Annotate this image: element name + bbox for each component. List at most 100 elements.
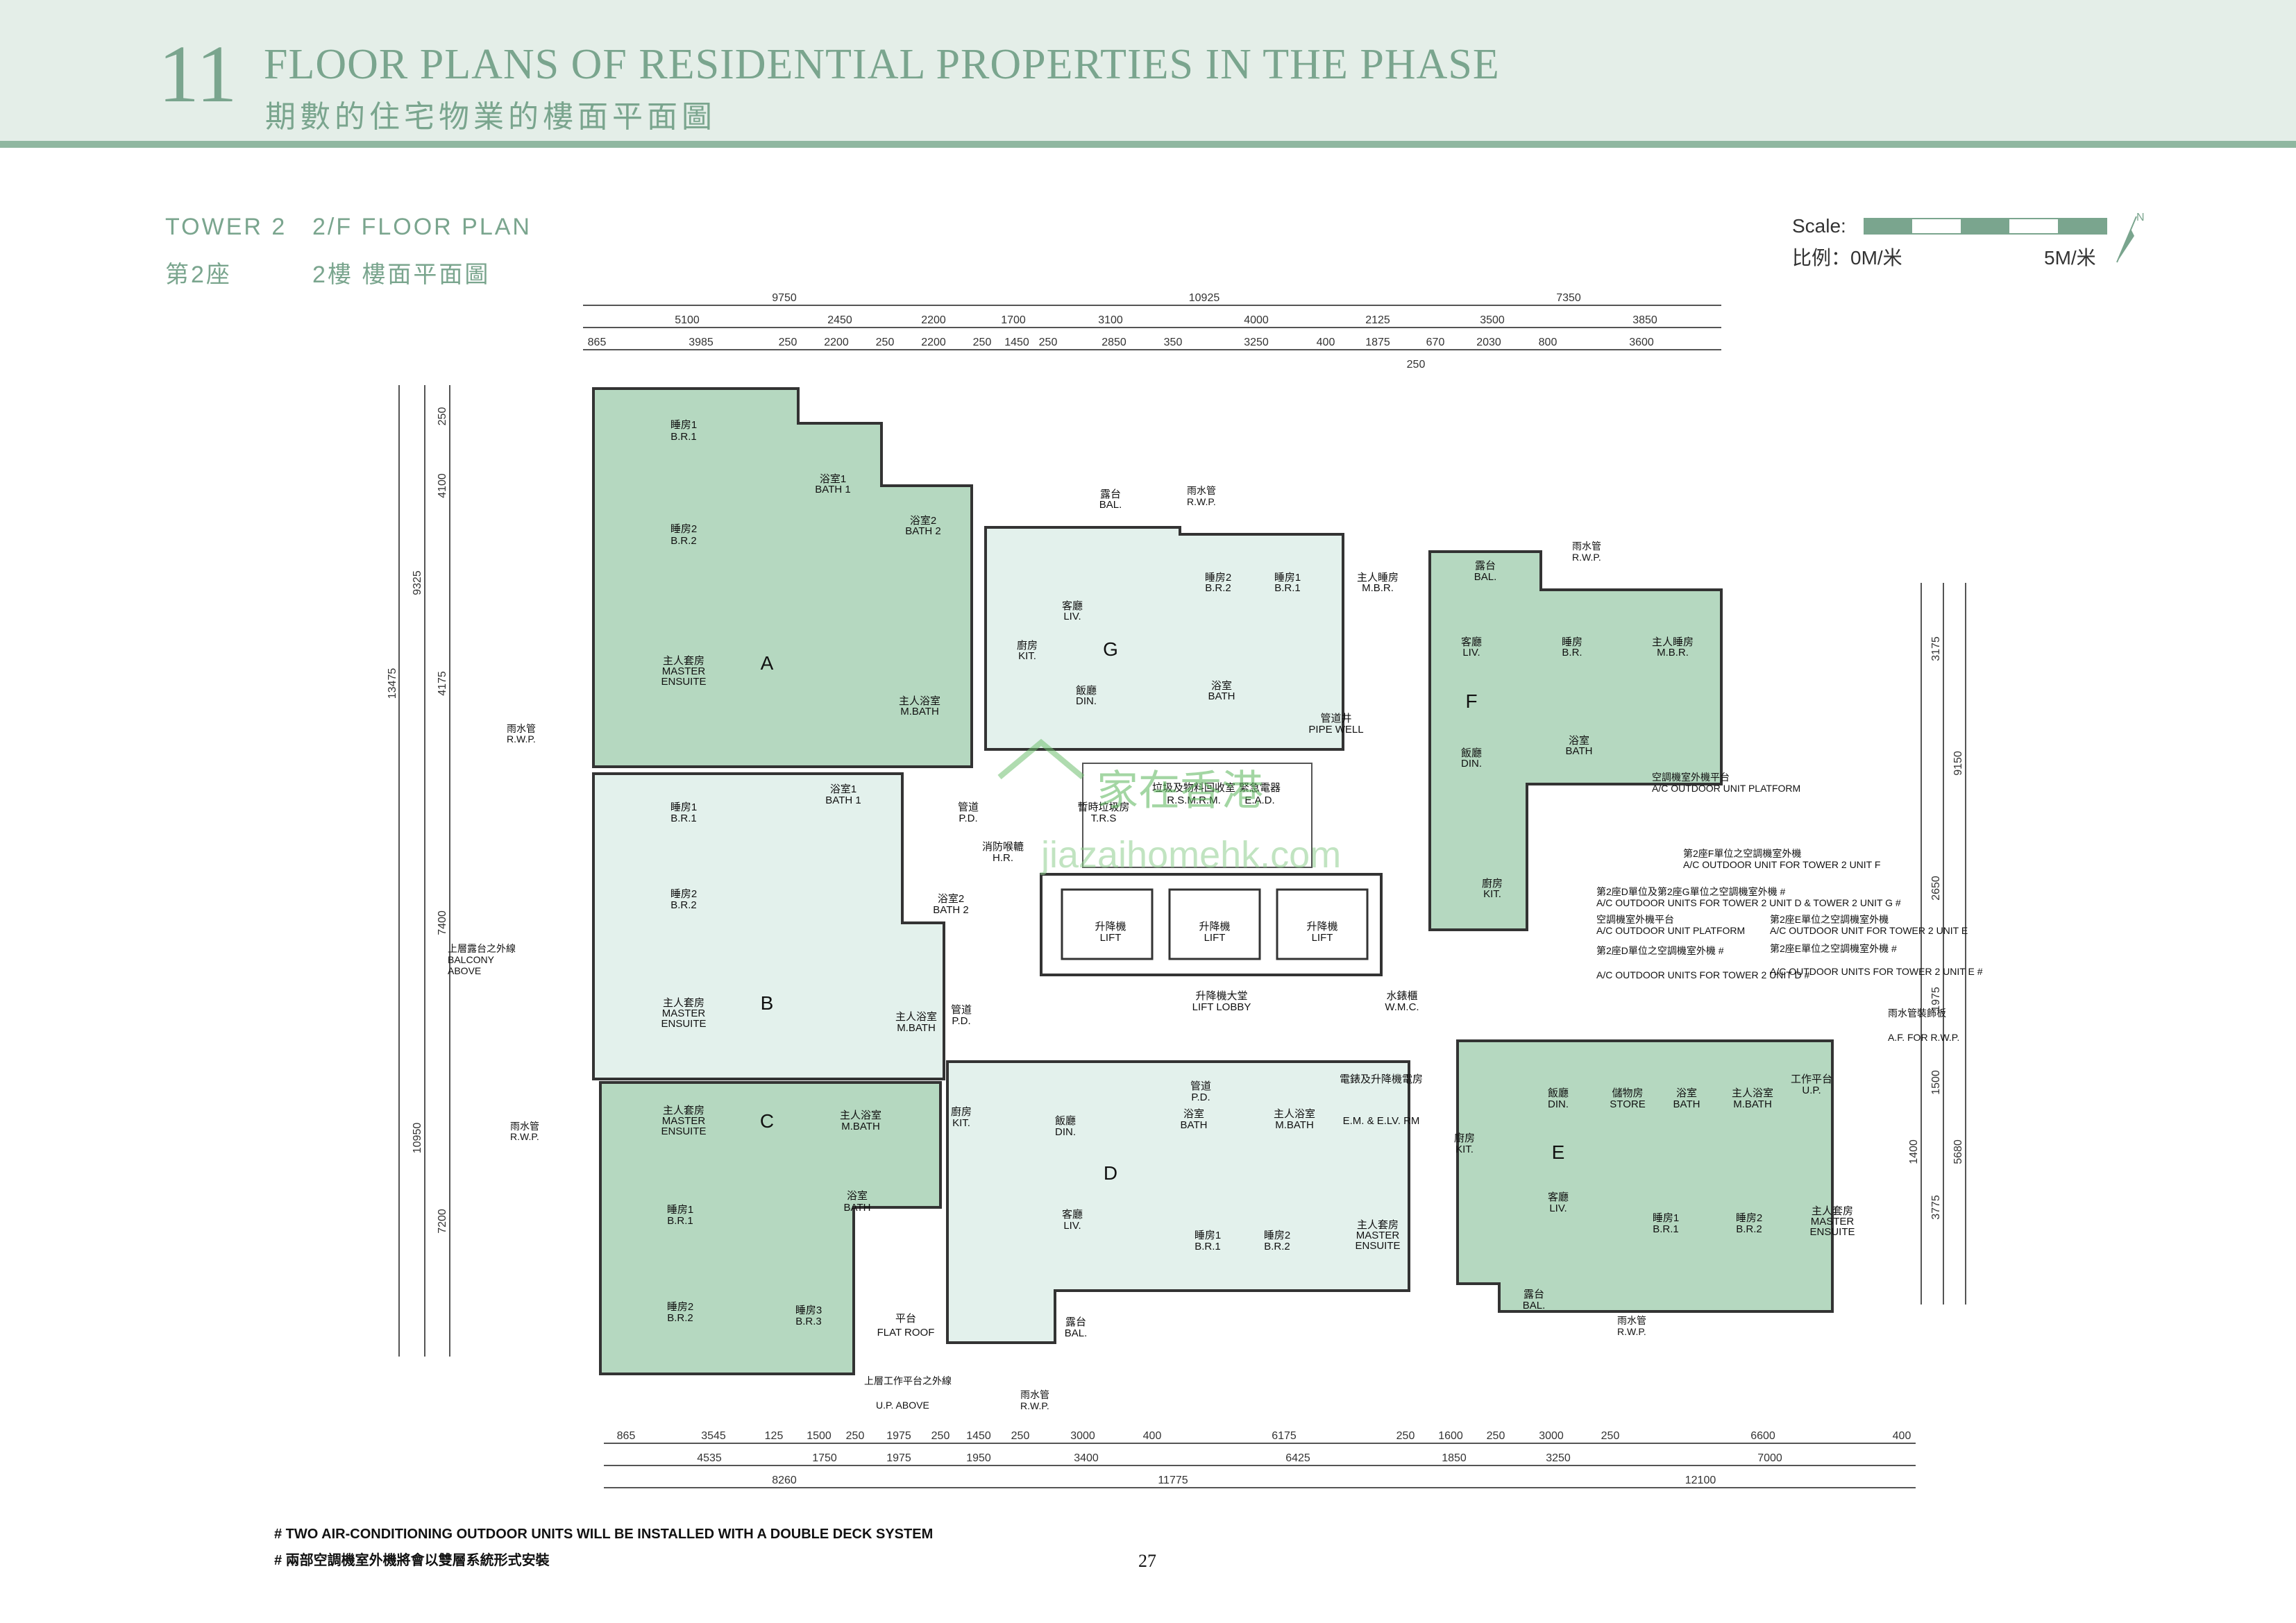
svg-text:3775: 3775: [1930, 1195, 1942, 1220]
svg-text:3850: 3850: [1632, 314, 1657, 326]
page-header: [0, 0, 2296, 142]
svg-text:睡房2: 睡房2: [670, 888, 697, 900]
svg-text:B.R.2: B.R.2: [1736, 1223, 1762, 1235]
svg-text:A/C OUTDOOR UNITS FOR TOWER 2: A/C OUTDOOR UNITS FOR TOWER 2 UNIT D #: [1596, 969, 1809, 980]
svg-text:M.BATH: M.BATH: [841, 1121, 880, 1132]
svg-text:第2座D單位之空調機室外機 #: 第2座D單位之空調機室外機 #: [1596, 945, 1724, 956]
svg-text:3600: 3600: [1629, 337, 1654, 348]
svg-text:LIFT: LIFT: [1204, 932, 1226, 944]
svg-text:3250: 3250: [1244, 337, 1269, 348]
svg-text:2200: 2200: [921, 314, 946, 326]
svg-text:睡房2: 睡房2: [670, 523, 697, 535]
unit-a: [592, 387, 973, 768]
svg-text:ENSUITE: ENSUITE: [1809, 1226, 1855, 1238]
svg-text:400: 400: [1893, 1430, 1911, 1442]
svg-text:客廳: 客廳: [1548, 1191, 1569, 1203]
svg-text:露台: 露台: [1475, 560, 1496, 572]
svg-text:MASTER: MASTER: [662, 1008, 706, 1019]
svg-text:工作平台: 工作平台: [1791, 1073, 1832, 1085]
svg-text:1850: 1850: [1442, 1452, 1467, 1464]
svg-text:主人浴室: 主人浴室: [1732, 1087, 1773, 1099]
svg-text:400: 400: [1317, 337, 1335, 348]
svg-text:BATH 2: BATH 2: [933, 904, 968, 916]
svg-text:BAL.: BAL.: [1065, 1327, 1088, 1339]
svg-text:消防喉轆: 消防喉轆: [982, 841, 1024, 853]
svg-text:3545: 3545: [701, 1430, 726, 1442]
svg-text:250: 250: [846, 1430, 865, 1442]
floor-label-en: 2/F FLOOR PLAN: [312, 214, 532, 240]
svg-text:1450: 1450: [966, 1430, 991, 1442]
svg-text:睡房3: 睡房3: [795, 1305, 822, 1316]
svg-text:雨水管: 雨水管: [1187, 485, 1216, 496]
svg-text:LIFT: LIFT: [1312, 932, 1333, 944]
unit-f: [1428, 550, 1723, 931]
svg-text:MASTER: MASTER: [662, 665, 706, 677]
svg-text:飯廳: 飯廳: [1548, 1087, 1569, 1099]
svg-text:G: G: [1103, 638, 1118, 660]
svg-text:8260: 8260: [772, 1475, 797, 1486]
svg-text:F: F: [1465, 690, 1477, 712]
section-title-en: FLOOR PLANS OF RESIDENTIAL PROPERTIES IN…: [264, 41, 1500, 88]
svg-text:第2座E單位之空調機室外機 #: 第2座E單位之空調機室外機 #: [1770, 943, 1897, 954]
svg-text:B.R.: B.R.: [1562, 647, 1582, 658]
svg-text:垃圾及物料回收室: 垃圾及物料回收室: [1152, 782, 1235, 794]
svg-text:浴室: 浴室: [1183, 1108, 1204, 1120]
svg-text:4175: 4175: [437, 671, 448, 696]
svg-text:BATH 1: BATH 1: [815, 484, 850, 495]
svg-text:第2座F單位之空調機室外機: 第2座F單位之空調機室外機: [1683, 848, 1801, 859]
svg-text:H.R.: H.R.: [993, 852, 1013, 864]
svg-text:客廳: 客廳: [1062, 1208, 1083, 1221]
svg-text:ENSUITE: ENSUITE: [661, 676, 706, 688]
svg-text:250: 250: [876, 337, 895, 348]
right-dimension-labels: 9150 5680 3175 2650 1975 3775 1500 1400: [1908, 636, 1964, 1220]
svg-text:R.W.P.: R.W.P.: [507, 733, 536, 745]
svg-text:主人套房: 主人套房: [663, 1105, 704, 1116]
svg-text:睡房1: 睡房1: [1274, 572, 1301, 584]
svg-text:250: 250: [1487, 1430, 1505, 1442]
svg-text:4535: 4535: [697, 1452, 722, 1464]
lift-3: [1276, 888, 1369, 960]
svg-text:5100: 5100: [675, 314, 700, 326]
svg-text:2850: 2850: [1101, 337, 1126, 348]
svg-text:7000: 7000: [1757, 1452, 1782, 1464]
svg-text:DIN.: DIN.: [1548, 1098, 1569, 1110]
svg-text:B: B: [761, 992, 774, 1014]
svg-text:飯廳: 飯廳: [1055, 1114, 1076, 1127]
north-arrow-icon: N: [2116, 212, 2145, 263]
svg-text:3175: 3175: [1930, 636, 1942, 661]
svg-text:6425: 6425: [1285, 1452, 1310, 1464]
section-number: 11: [158, 28, 237, 119]
top-dimension-lines: [583, 305, 1721, 350]
svg-text:B.R.3: B.R.3: [795, 1316, 822, 1327]
svg-text:LIV.: LIV.: [1549, 1203, 1567, 1214]
tower-label-zh: 第2座: [165, 262, 232, 288]
svg-text:U.P.: U.P.: [1802, 1085, 1821, 1096]
svg-text:管道: 管道: [958, 801, 979, 813]
svg-text:D: D: [1104, 1162, 1117, 1184]
unit-c: [599, 1081, 942, 1375]
svg-text:主人睡房: 主人睡房: [1357, 572, 1399, 584]
svg-text:廚房: 廚房: [951, 1105, 972, 1118]
svg-text:A/C OUTDOOR UNITS FOR TOWER 2: A/C OUTDOOR UNITS FOR TOWER 2 UNIT E #: [1770, 966, 1983, 977]
svg-text:B.R.1: B.R.1: [670, 431, 697, 443]
svg-text:6600: 6600: [1750, 1430, 1775, 1442]
svg-text:A/C OUTDOOR UNIT PLATFORM: A/C OUTDOOR UNIT PLATFORM: [1652, 783, 1800, 794]
svg-text:B.R.1: B.R.1: [1195, 1241, 1221, 1252]
svg-text:主人睡房: 主人睡房: [1652, 636, 1694, 648]
scale-bar: [1864, 218, 2107, 235]
svg-text:睡房1: 睡房1: [667, 1204, 693, 1216]
svg-text:BAL.: BAL.: [1523, 1300, 1546, 1311]
tower-label-en: TOWER 2: [165, 214, 287, 240]
svg-text:E.A.D.: E.A.D.: [1244, 794, 1274, 806]
svg-text:T.R.S: T.R.S: [1091, 813, 1117, 824]
svg-text:PIPE WELL: PIPE WELL: [1308, 724, 1363, 736]
svg-text:LIV.: LIV.: [1063, 1220, 1081, 1232]
svg-text:B.R.2: B.R.2: [1205, 582, 1231, 594]
svg-text:升降機: 升降機: [1095, 921, 1126, 933]
svg-text:浴室: 浴室: [1569, 735, 1589, 747]
svg-text:睡房2: 睡房2: [667, 1301, 693, 1313]
svg-text:3000: 3000: [1539, 1430, 1564, 1442]
svg-text:1975: 1975: [886, 1452, 911, 1464]
svg-text:3985: 3985: [689, 337, 714, 348]
